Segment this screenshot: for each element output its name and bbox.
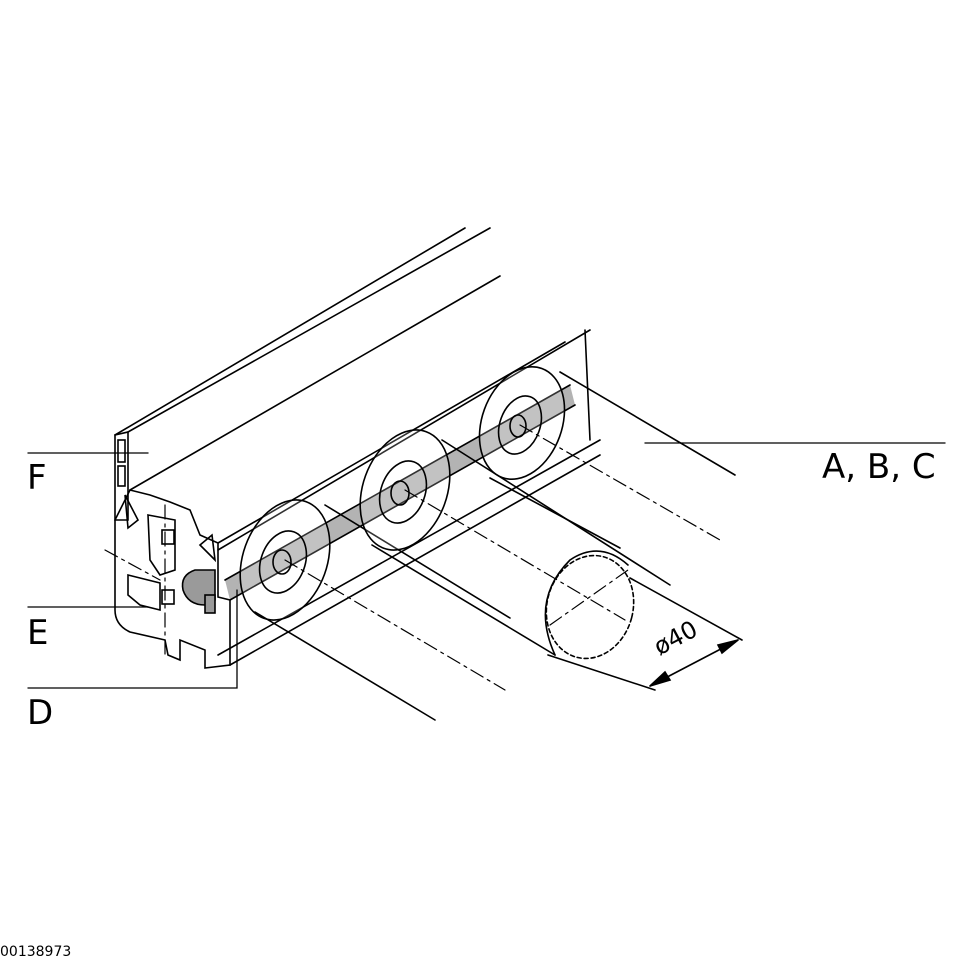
label-d: D bbox=[27, 693, 54, 733]
label-e: E bbox=[27, 613, 49, 653]
drawing-number: 00138973 bbox=[0, 944, 72, 960]
leader-lines bbox=[27, 442, 946, 689]
roller-cylinder bbox=[544, 550, 635, 660]
label-f: F bbox=[27, 458, 47, 498]
roller-back bbox=[478, 366, 736, 549]
centre-lines bbox=[104, 424, 721, 691]
label-a-b-c: A, B, C bbox=[822, 447, 936, 487]
guide-strip bbox=[225, 385, 575, 600]
dimension-line bbox=[547, 577, 743, 691]
side-guide-profile bbox=[114, 227, 501, 521]
